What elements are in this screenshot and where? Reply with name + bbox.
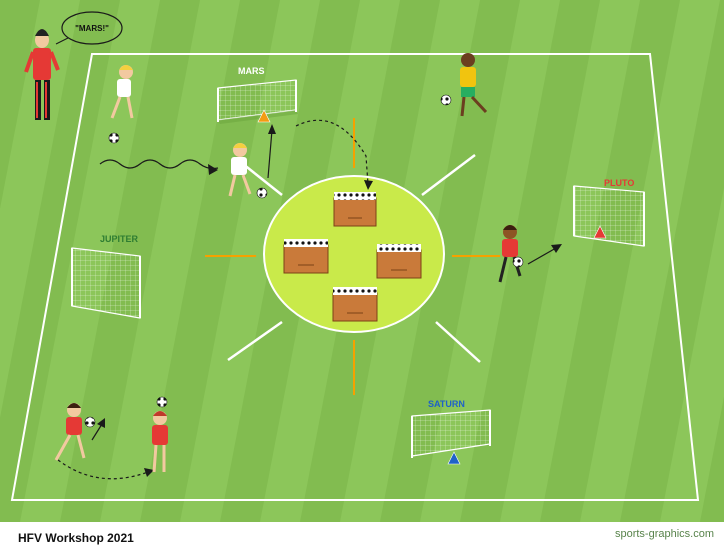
soccer-ball-icon <box>513 257 523 267</box>
speech-text: "MARS!" <box>75 24 109 33</box>
soccer-ball-icon <box>441 95 451 105</box>
goal-label-pluto: PLUTO <box>604 178 634 188</box>
ball-crate-icon <box>284 239 328 273</box>
soccer-ball-icon <box>257 188 267 198</box>
source-watermark: sports-graphics.com <box>615 528 714 540</box>
workshop-caption: HFV Workshop 2021 <box>18 531 134 545</box>
soccer-goal-icon <box>72 248 140 318</box>
ball-crate-icon <box>334 192 376 226</box>
soccer-ball-icon <box>85 417 95 427</box>
ball-crate-icon <box>377 244 421 278</box>
soccer-goal-icon <box>574 186 644 246</box>
goal-label-mars: MARS <box>238 66 265 76</box>
goal-label-jupiter: JUPITER <box>100 234 139 244</box>
goal-label-saturn: SATURN <box>428 399 465 409</box>
ball-crate-icon <box>333 287 377 321</box>
soccer-ball-icon <box>109 133 119 143</box>
soccer-ball-icon <box>157 397 167 407</box>
